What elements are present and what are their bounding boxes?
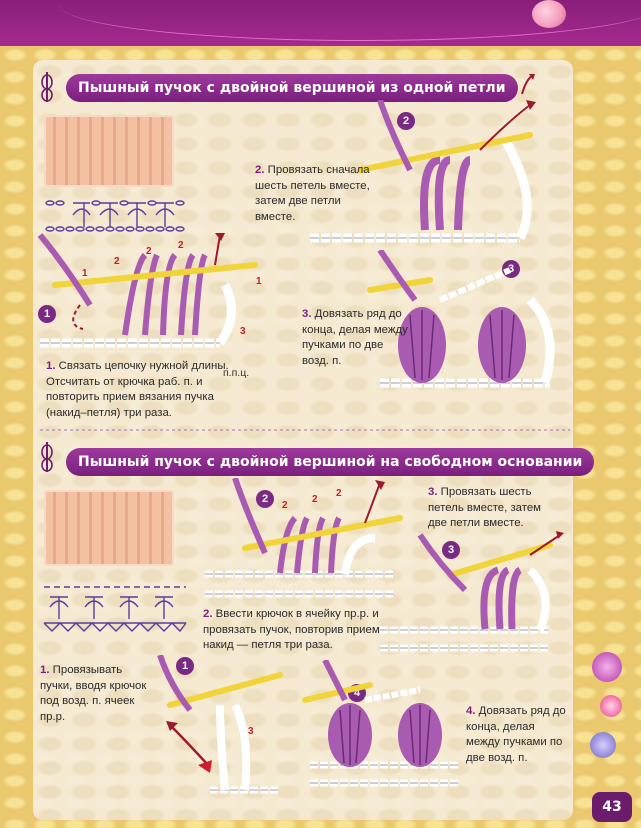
flower-icon-1 bbox=[592, 652, 622, 682]
s2-mark-2a: 2 bbox=[312, 494, 318, 505]
step-badge-2: 2 bbox=[397, 112, 415, 130]
mark-1b: 1 bbox=[256, 276, 262, 287]
section1-arrow-icon bbox=[521, 74, 535, 95]
flower-icon-2 bbox=[600, 695, 622, 717]
step1-text: 1. Связать цепочку нужной длины. Отсчита… bbox=[46, 359, 256, 421]
s2-step2-illustration bbox=[205, 478, 403, 598]
step2-number: 2. bbox=[255, 164, 265, 176]
page-number: 43 bbox=[592, 792, 632, 822]
ppc-label: п.п.ц. bbox=[223, 367, 250, 379]
step3-number: 3. bbox=[302, 308, 312, 320]
s2-mark-2b: 2 bbox=[336, 488, 342, 499]
s2-step1-text: 1. Провязывать пучки, вводя крючок под в… bbox=[40, 663, 150, 725]
section2-title: Пышный пучок с двойной вершиной на свобо… bbox=[66, 448, 595, 476]
s2-step-badge-2: 2 bbox=[256, 490, 274, 508]
chart-symbol-2 bbox=[43, 586, 187, 633]
step-badge-1: 1 bbox=[38, 305, 56, 323]
s2-step4-number: 4. bbox=[466, 705, 476, 717]
s2-step1-number: 1. bbox=[40, 664, 50, 676]
decorative-curve bbox=[60, 0, 641, 41]
s2-step2-body: Ввести крючок в ячейку пр.р. и провязать… bbox=[203, 608, 380, 651]
mark-2b: 2 bbox=[146, 246, 152, 257]
s2-step4-text: 4. Довязать ряд до конца, делая между пу… bbox=[466, 704, 566, 766]
step3-illustration bbox=[367, 250, 555, 388]
chart-symbol-1 bbox=[45, 200, 185, 232]
top-band bbox=[0, 0, 641, 46]
step1-number: 1. bbox=[46, 360, 56, 372]
s2-step-badge-3: 3 bbox=[442, 541, 460, 559]
s2-step3-body: Провязать шесть петель вместе, затем две… bbox=[428, 486, 542, 529]
s2-step4-illustration bbox=[302, 660, 460, 787]
s2-step2-text: 2. Ввести крючок в ячейку пр.р. и провяз… bbox=[203, 607, 403, 654]
sample-swatch-1 bbox=[44, 115, 174, 187]
step3-body: Довязать ряд до конца, делая между пучка… bbox=[302, 308, 408, 367]
s2-step4-body: Довязать ряд до конца, делая между пучка… bbox=[466, 705, 566, 764]
step3-text: 3. Довязать ряд до конца, делая между пу… bbox=[302, 307, 412, 369]
s2-step3-text: 3. Провязать шесть петель вместе, затем … bbox=[428, 485, 554, 532]
step1-body: Связать цепочку нужной длины. Отсчитать … bbox=[46, 360, 229, 419]
flower-icon-3 bbox=[590, 732, 616, 758]
crochet-hook-icon bbox=[41, 72, 53, 102]
s2-step3-illustration bbox=[380, 531, 564, 652]
step1-illustration bbox=[37, 233, 258, 348]
s2-step-badge-1: 1 bbox=[176, 657, 194, 675]
section-divider bbox=[40, 429, 570, 431]
s2-step1-body: Провязывать пучки, вводя крючок под возд… bbox=[40, 664, 147, 723]
s2-mark-1: 2 bbox=[282, 500, 288, 511]
step2-text: 2. Провязать сначала шесть петель вместе… bbox=[255, 163, 375, 225]
mark-3: 3 bbox=[240, 326, 246, 337]
mark-2c: 2 bbox=[178, 240, 184, 251]
step2-body: Провязать сначала шесть петель вместе, з… bbox=[255, 164, 370, 223]
s2-mark-3: 3 bbox=[248, 726, 254, 737]
mark-1: 1 bbox=[82, 268, 88, 279]
s2-step2-number: 2. bbox=[203, 608, 213, 620]
s2-step1-illustration bbox=[157, 655, 283, 794]
step2-illustration bbox=[310, 100, 536, 243]
section1-title: Пышный пучок с двойной вершиной из одной… bbox=[66, 74, 518, 102]
s2-step3-number: 3. bbox=[428, 486, 438, 498]
mark-2a: 2 bbox=[114, 256, 120, 267]
yarn-ball-icon bbox=[532, 0, 566, 28]
sample-swatch-2 bbox=[44, 490, 174, 566]
crochet-hook-icon-2 bbox=[41, 442, 53, 472]
